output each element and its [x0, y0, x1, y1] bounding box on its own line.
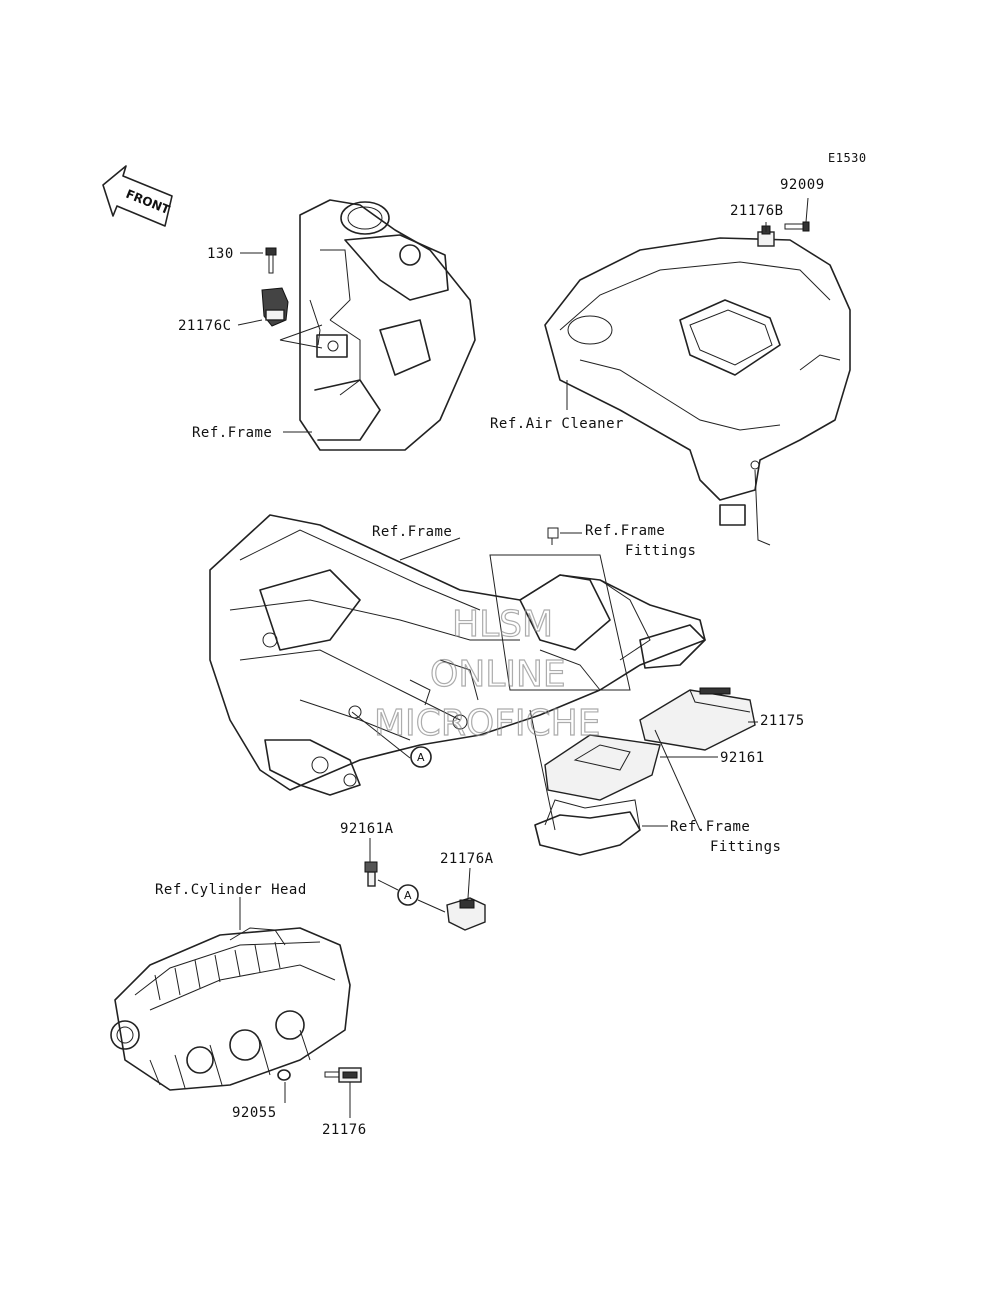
- svg-text:A: A: [417, 751, 425, 764]
- label-130: 130: [207, 246, 234, 262]
- watermark-line3: MICROFICHE: [374, 703, 600, 744]
- ecu-21175: [639, 687, 756, 751]
- front-arrow-icon: FRONT: [102, 165, 173, 227]
- watermark: HLSM ONLINE MICROFICHE: [373, 603, 601, 744]
- label-21176B: 21176B: [730, 203, 784, 219]
- label-21176C: 21176C: [178, 318, 232, 334]
- watermark-line2: ONLINE: [430, 654, 566, 695]
- label-92055: 92055: [232, 1105, 277, 1121]
- sensor-21176: [324, 1067, 362, 1083]
- sensor-21176A: [446, 897, 486, 931]
- air-cleaner-assembly: [544, 237, 851, 546]
- watermark-line1: HLSM: [452, 604, 553, 645]
- label-21176: 21176: [322, 1122, 367, 1138]
- damper-92161: [544, 734, 661, 801]
- washer-92055: [277, 1069, 291, 1081]
- callout-a-sensor: A: [397, 884, 419, 906]
- label-92161: 92161: [720, 750, 765, 766]
- label-ref-air-cleaner: Ref.Air Cleaner: [490, 416, 624, 432]
- label-21175: 21175: [760, 713, 805, 729]
- label-ref-frame-top: Ref.Frame: [192, 425, 272, 441]
- bracket-fittings: [534, 799, 641, 856]
- label-92161A: 92161A: [340, 821, 394, 837]
- cylinder-head: [110, 927, 351, 1091]
- label-ref-frame-fittings-2b: Fittings: [710, 839, 781, 855]
- label-ref-cylinder-head: Ref.Cylinder Head: [155, 882, 307, 898]
- svg-text:A: A: [404, 889, 412, 902]
- screw-92009: [784, 221, 810, 232]
- callout-a-frame: A: [410, 746, 432, 768]
- main-frame-assembly: [209, 514, 706, 796]
- sensor-21176C: [261, 287, 289, 327]
- diagram-code: E1530: [828, 151, 867, 165]
- label-ref-frame-mid: Ref.Frame: [372, 524, 452, 540]
- label-92009: 92009: [780, 177, 825, 193]
- label-ref-frame-fittings-1a: Ref.Frame: [585, 523, 665, 539]
- bolt-130: [265, 247, 277, 274]
- label-ref-frame-fittings-2a: Ref.Frame: [670, 819, 750, 835]
- label-ref-frame-fittings-1b: Fittings: [625, 543, 696, 559]
- damper-92161A: [364, 861, 378, 887]
- frame-detail-top-left: [299, 199, 476, 451]
- label-21176A: 21176A: [440, 851, 494, 867]
